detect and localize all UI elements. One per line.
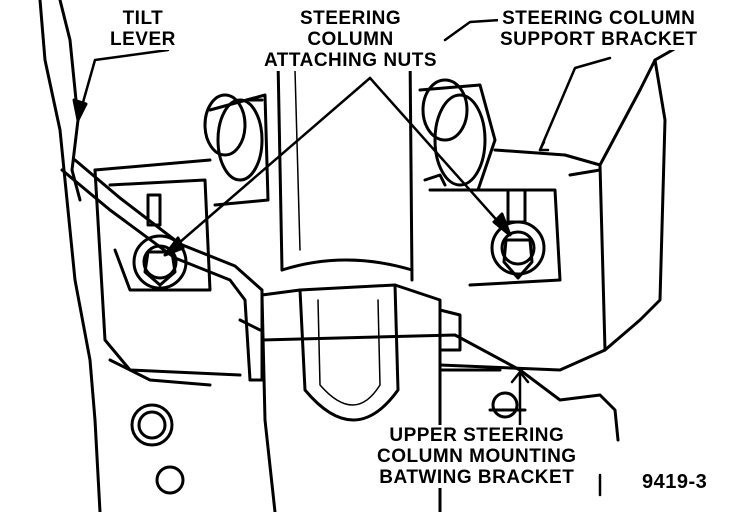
label-upper-batwing-bracket: UPPER STEERING COLUMN MOUNTING BATWING B… — [375, 425, 579, 488]
left-dash-panel — [38, 0, 212, 512]
label-tilt-lever: TILT LEVER — [108, 8, 178, 50]
tilt-lever — [60, 158, 264, 382]
arrowhead-left-nut — [163, 236, 185, 257]
label-steering-column-attaching-nuts: STEERING COLUMN ATTACHING NUTS — [262, 8, 440, 71]
right-attaching-nut — [490, 188, 546, 280]
label-steering-column-support-bracket: STEERING COLUMN SUPPORT BRACKET — [498, 8, 700, 50]
right-boot — [418, 78, 497, 192]
arrowhead-tilt-lever — [72, 98, 88, 122]
batwing-bracket — [260, 283, 620, 512]
steering-column-shaft — [276, 48, 414, 282]
left-attaching-nut — [132, 193, 188, 290]
support-bracket — [93, 38, 692, 377]
figure-number: 9419-3 — [640, 471, 710, 493]
leader-lines — [76, 18, 612, 497]
arrowhead-right-nut — [492, 212, 512, 237]
left-boot — [203, 93, 270, 207]
